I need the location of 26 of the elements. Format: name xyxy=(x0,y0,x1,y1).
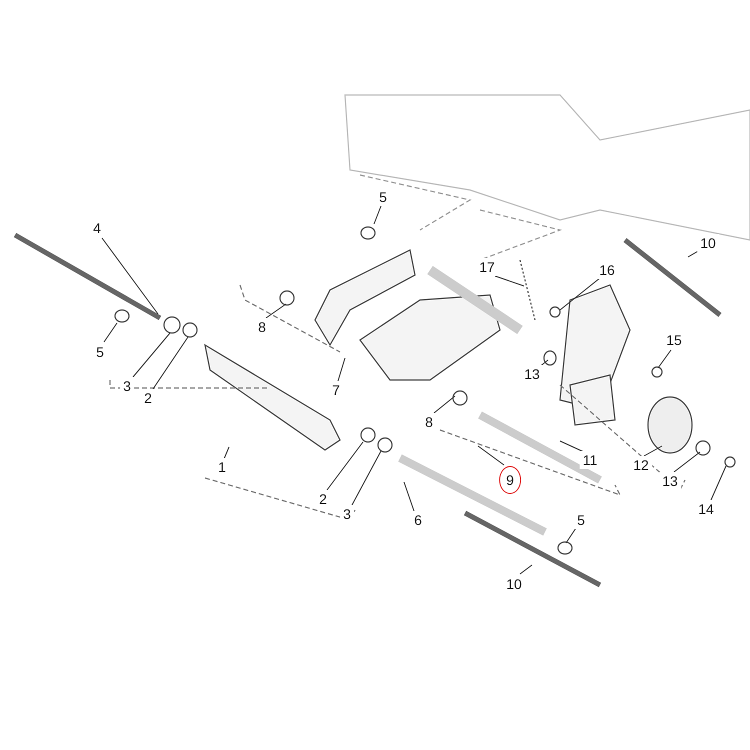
leader-line xyxy=(102,238,158,314)
leader-line xyxy=(224,446,230,460)
leader-line xyxy=(560,440,584,452)
leader-line xyxy=(644,446,662,456)
leader-line xyxy=(520,564,532,574)
leader-line xyxy=(104,322,118,342)
leader-line xyxy=(338,358,346,382)
leader-line xyxy=(404,482,414,512)
leader-line xyxy=(494,276,524,286)
leader-line xyxy=(560,278,600,310)
circled-callout-number: 9 xyxy=(499,466,521,494)
leader-line xyxy=(152,336,188,390)
leader-line xyxy=(352,450,382,506)
callout-number: 3 xyxy=(340,505,354,523)
leader-line xyxy=(478,446,504,466)
callout-number: 10 xyxy=(697,234,719,252)
leader-line xyxy=(710,466,726,500)
leader-line xyxy=(434,396,456,414)
leader-line xyxy=(266,304,286,318)
leader-line xyxy=(326,442,364,490)
leader-line xyxy=(674,452,700,472)
leader-line xyxy=(658,350,672,368)
leader-line xyxy=(374,206,382,224)
leader-line xyxy=(566,528,576,544)
callout-number: 13 xyxy=(659,472,681,490)
leader-line xyxy=(132,332,170,378)
